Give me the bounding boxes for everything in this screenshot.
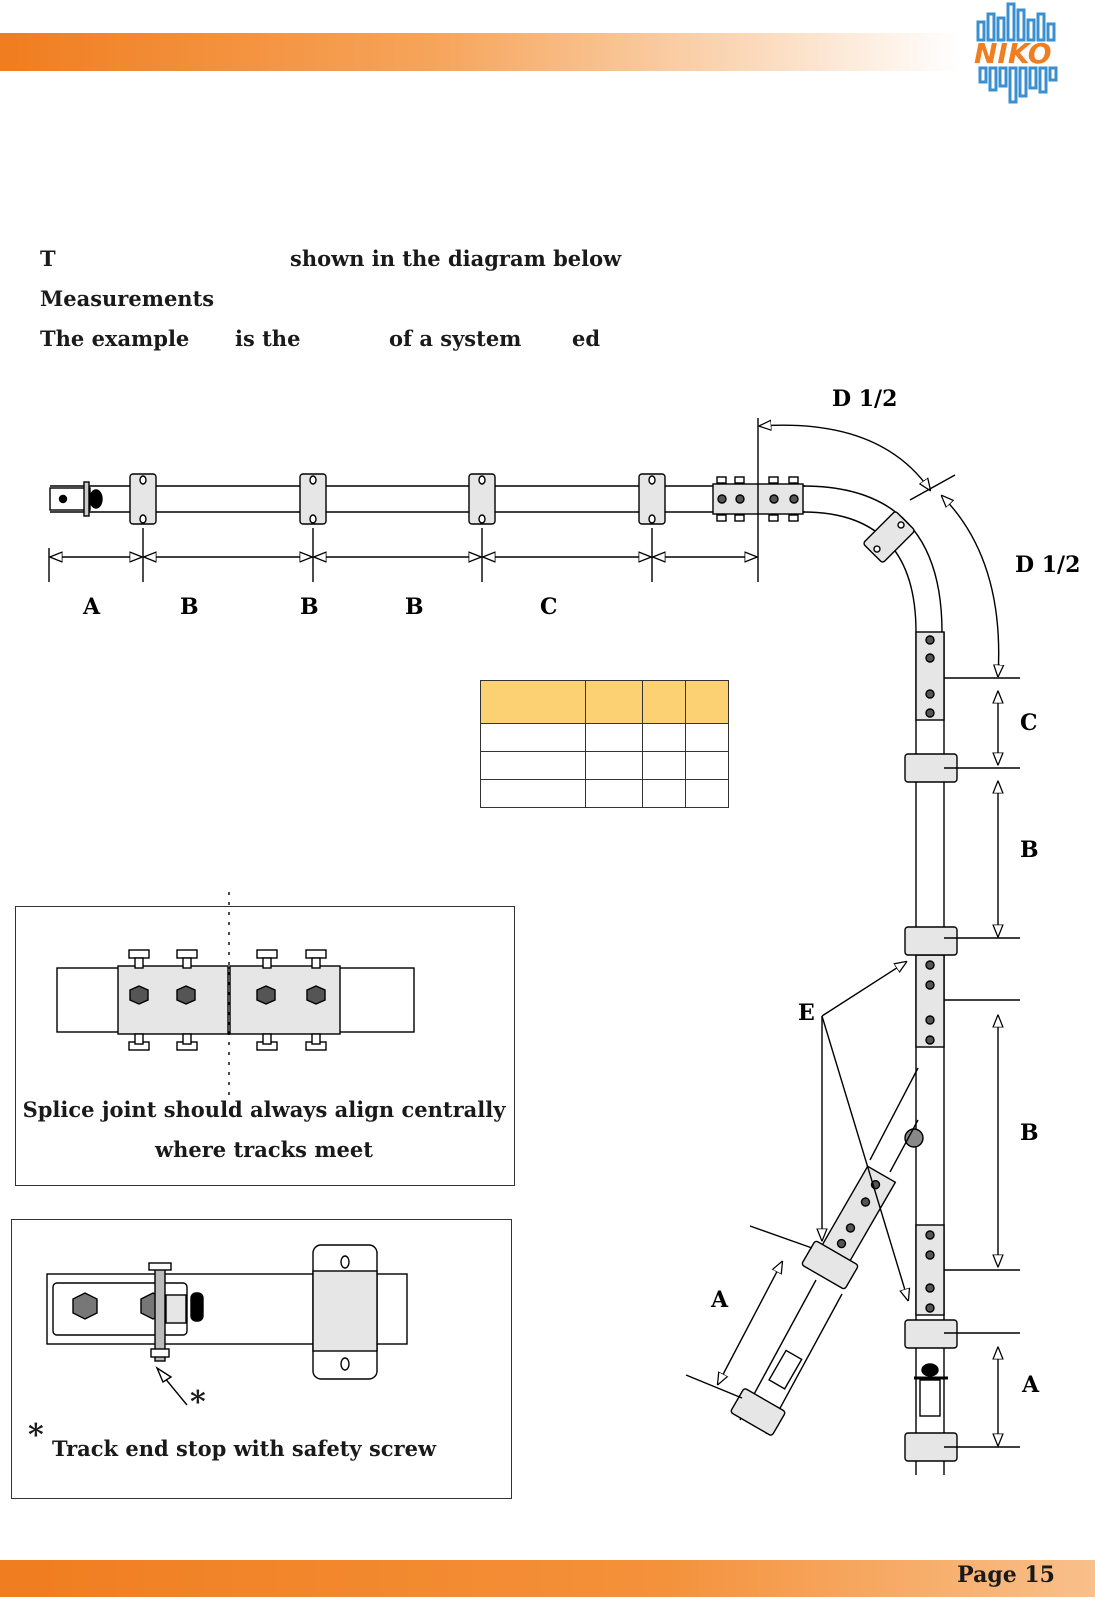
- end-stop-asterisk-pointer: *: [190, 1385, 206, 1420]
- dim-label-b2: B: [300, 594, 319, 620]
- dim-label-b-vertical-1: B: [1020, 837, 1039, 863]
- intro-line3-part1: The example: [40, 326, 190, 351]
- page-number: Page 15: [957, 1562, 1055, 1588]
- header-band: [0, 33, 960, 71]
- dim-label-a-vertical: A: [1021, 1372, 1040, 1398]
- splice-joint-box: [15, 906, 515, 1186]
- spec-table: [480, 680, 729, 808]
- splice-caption-line-1: Splice joint should always align central…: [22, 1097, 506, 1122]
- splice-joint-illustration: [56, 892, 415, 1100]
- end-stop-illustration: [46, 1244, 408, 1406]
- dim-label-c: C: [540, 594, 558, 620]
- intro-line1-part2: shown in the diagram below: [290, 246, 622, 271]
- table-header-row: [480, 680, 729, 724]
- table-row: [480, 779, 729, 808]
- dim-label-b3: B: [405, 594, 424, 620]
- end-stop-box: [11, 1219, 512, 1499]
- dim-label-a: A: [82, 594, 101, 620]
- dim-label-d-half-right: D 1/2: [1015, 552, 1080, 578]
- intro-line3-part2: is the: [235, 326, 301, 351]
- dim-label-b1: B: [180, 594, 199, 620]
- table-row: [480, 751, 729, 780]
- end-stop-asterisk: *: [28, 1418, 44, 1453]
- splice-caption-line-2: where tracks meet: [155, 1137, 373, 1162]
- dim-label-b-vertical-2: B: [1020, 1120, 1039, 1146]
- dim-label-d-half-top: D 1/2: [832, 386, 897, 412]
- intro-line3-part4: ed: [572, 326, 601, 351]
- footer-band: [0, 1560, 1095, 1597]
- logo-text: NIKO: [974, 37, 1052, 70]
- intro-line3-part3: of a system: [389, 326, 522, 351]
- end-stop-caption: Track end stop with safety screw: [52, 1436, 437, 1461]
- dim-label-a-branch: A: [710, 1287, 729, 1313]
- table-row: [480, 723, 729, 752]
- niko-logo: NIKO: [974, 2, 1058, 104]
- dim-label-e: E: [798, 1000, 815, 1026]
- intro-line1-part1: T: [40, 246, 56, 271]
- intro-line2-part1: Measurements: [40, 286, 215, 311]
- dim-label-c-vertical: C: [1020, 710, 1038, 736]
